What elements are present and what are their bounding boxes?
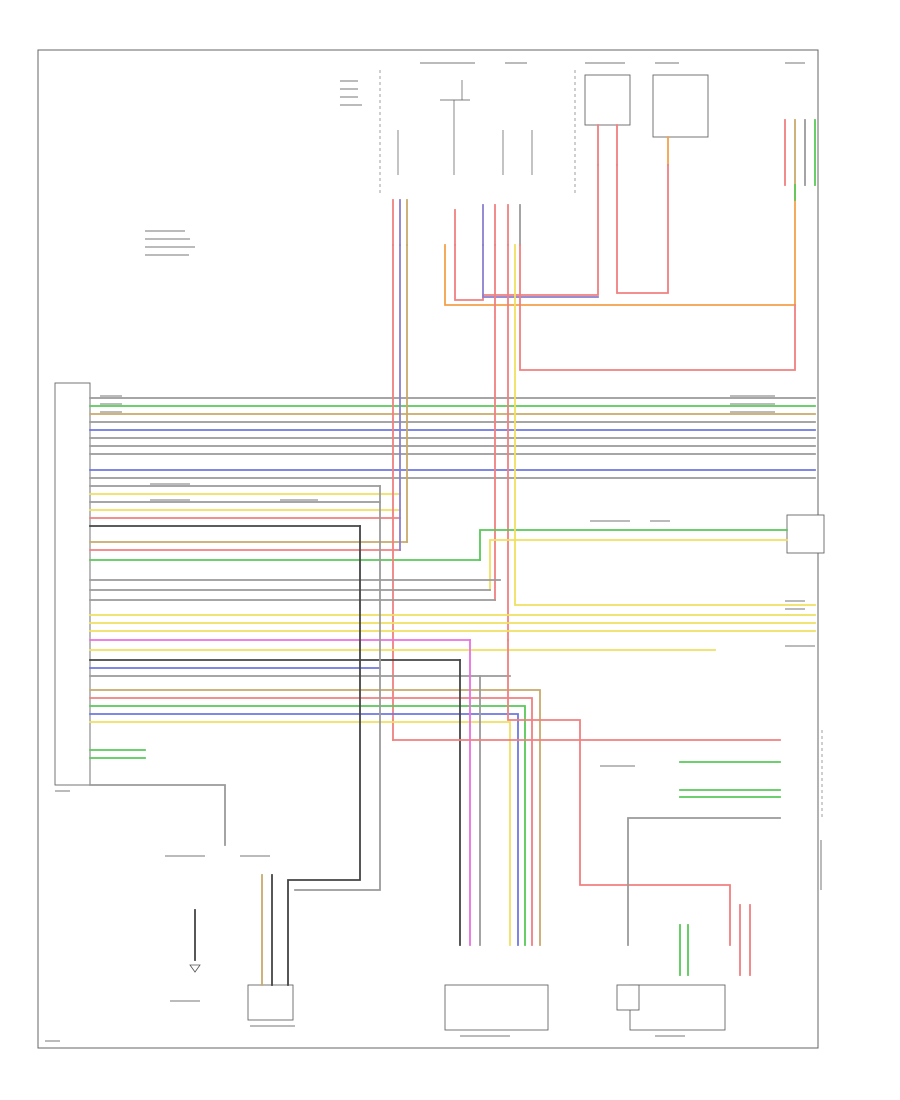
left-connector-block bbox=[54, 382, 91, 786]
bottom-module-connector-4 bbox=[616, 984, 640, 1011]
top-wire-routes bbox=[444, 164, 796, 371]
bottom-left-wires bbox=[189, 485, 381, 986]
ground-icon bbox=[189, 964, 201, 973]
horizontal-harness bbox=[89, 397, 816, 561]
diagram-frame bbox=[37, 49, 819, 1049]
bottom-module-connector-2 bbox=[629, 984, 726, 1031]
left-wire-outputs bbox=[89, 749, 226, 846]
right-lower-wires bbox=[627, 761, 781, 976]
top-module-1 bbox=[584, 74, 631, 126]
fuse-row bbox=[397, 80, 533, 175]
top-connector-pins bbox=[392, 119, 816, 246]
bottom-module-connector-3 bbox=[247, 984, 294, 1021]
lower-harness bbox=[89, 639, 781, 946]
vertical-drops bbox=[392, 244, 509, 741]
right-module bbox=[786, 514, 825, 554]
middle-harness bbox=[89, 244, 816, 677]
bottom-module-connector-1 bbox=[444, 984, 549, 1031]
right-module-wires bbox=[479, 529, 788, 591]
label-placeholders bbox=[45, 62, 822, 1042]
top-module-2 bbox=[652, 74, 709, 138]
